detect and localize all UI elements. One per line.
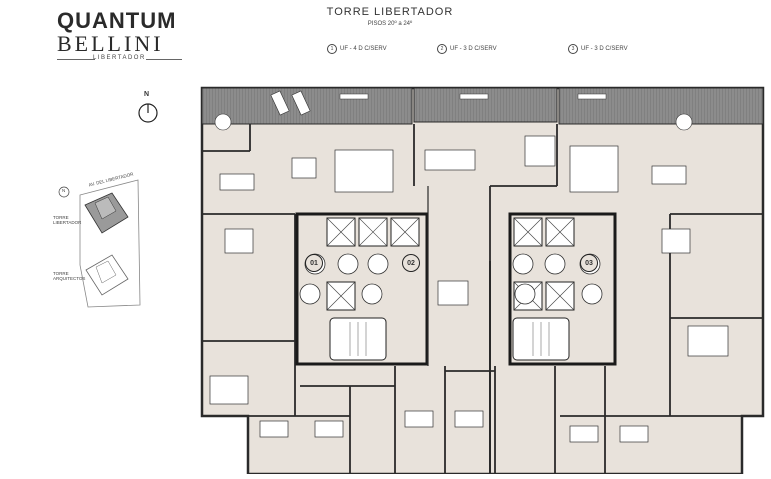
legend-item-3: 3 UF - 3 D C/SERV xyxy=(568,44,628,54)
brand-divider-left xyxy=(57,59,95,60)
floor-plan: 01 02 03 xyxy=(200,86,765,479)
site-tower2-label: TORRE ARQUITECTOS xyxy=(53,271,86,281)
floor-plan-drawing xyxy=(200,86,765,476)
brand-libertador: LIBERTADOR xyxy=(93,55,146,61)
legend-item-1: 1 UF - 4 D C/SERV xyxy=(327,44,387,54)
legend-text: UF - 4 D C/SERV xyxy=(340,46,387,52)
site-north-label: N xyxy=(62,188,66,193)
brand-divider-right xyxy=(146,59,182,60)
unit-badge-03[interactable]: 03 xyxy=(580,254,598,272)
legend-item-2: 2 UF - 3 D C/SERV xyxy=(437,44,497,54)
north-compass: N xyxy=(137,91,159,130)
compass-label: N xyxy=(144,91,150,98)
brand-quantum: QUANTUM xyxy=(57,8,177,33)
brand-bellini: BELLINI xyxy=(57,31,164,56)
unit-badge-01[interactable]: 01 xyxy=(305,254,323,272)
site-map: AV. DEL LIBERTADOR TORRE LIBERTADOR TORR… xyxy=(50,172,145,315)
unit-badge-02[interactable]: 02 xyxy=(402,254,420,272)
site-tower1-label: TORRE LIBERTADOR xyxy=(53,215,82,225)
legend-text: UF - 3 D C/SERV xyxy=(581,46,628,52)
legend-number: 3 xyxy=(568,44,578,54)
page-title: TORRE LIBERTADOR xyxy=(326,6,454,18)
compass-icon xyxy=(138,103,158,123)
legend-text: UF - 3 D C/SERV xyxy=(450,46,497,52)
site-plan-graphic xyxy=(58,179,141,308)
legend-number: 1 xyxy=(327,44,337,54)
page-subtitle: PISOS 20º a 24º xyxy=(367,21,413,27)
legend-number: 2 xyxy=(437,44,447,54)
